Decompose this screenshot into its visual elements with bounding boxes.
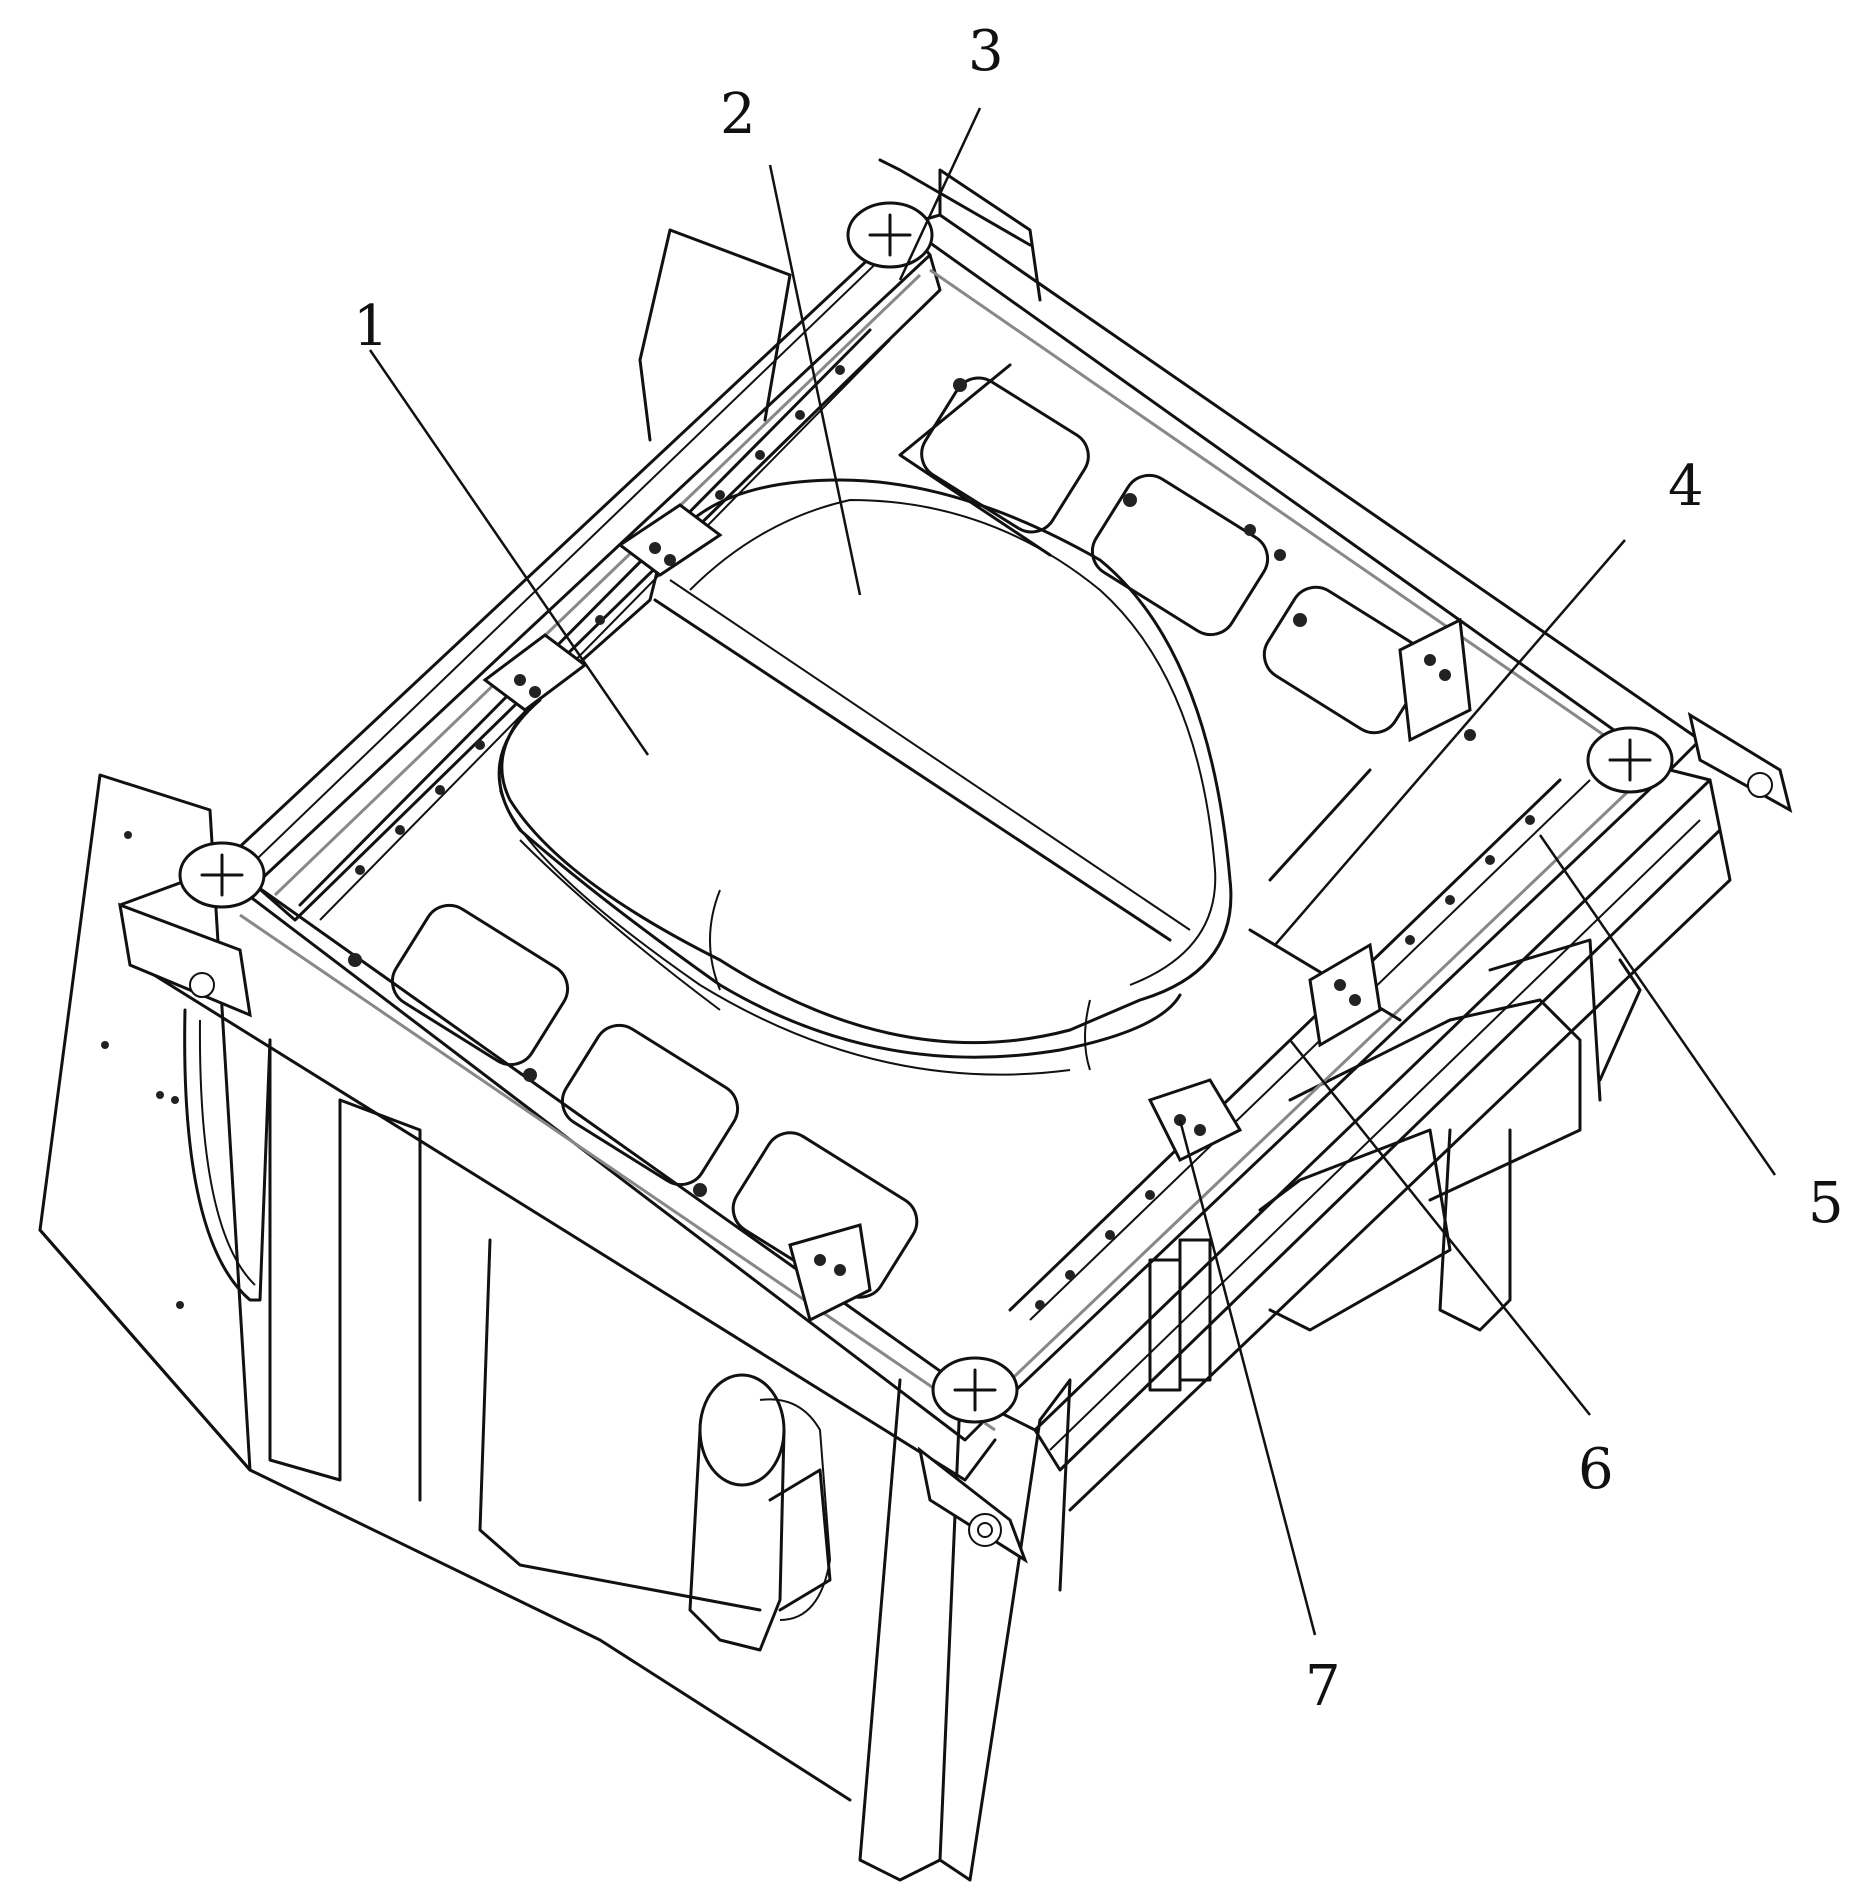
callout-2: 2 [720, 82, 756, 147]
leader-3 [898, 107, 982, 281]
callout-5: 5 [1808, 1171, 1844, 1236]
inner-rails [298, 328, 1591, 1321]
bolt-row-left [355, 365, 845, 875]
callout-7: 7 [1305, 1654, 1341, 1719]
bolt-row-right [1035, 815, 1535, 1310]
lower-housing [38, 938, 1642, 1882]
callout-6: 6 [1578, 1437, 1614, 1502]
leader-1 [368, 349, 650, 756]
callout-3: 3 [968, 19, 1004, 84]
roller-bottom [931, 1356, 1019, 1424]
leader-7 [1178, 1119, 1317, 1636]
leader-lines [368, 107, 1777, 1636]
callout-4: 4 [1668, 454, 1704, 519]
leader-5 [1538, 834, 1777, 1176]
leader-6 [1289, 1039, 1591, 1416]
roller-top [846, 201, 934, 269]
roller-right [1586, 726, 1674, 794]
leader-2 [768, 164, 862, 596]
leader-4 [1274, 539, 1626, 946]
base-plate [348, 363, 1476, 1299]
callout-1: 1 [353, 294, 389, 359]
corner-rollers [178, 201, 1674, 1424]
callout-labels: 1 2 3 4 5 6 7 [353, 19, 1844, 1719]
inner-brackets [482, 503, 1472, 1323]
rear-plate [638, 228, 792, 442]
seat-cushion [497, 478, 1233, 1076]
roller-left [178, 841, 266, 909]
